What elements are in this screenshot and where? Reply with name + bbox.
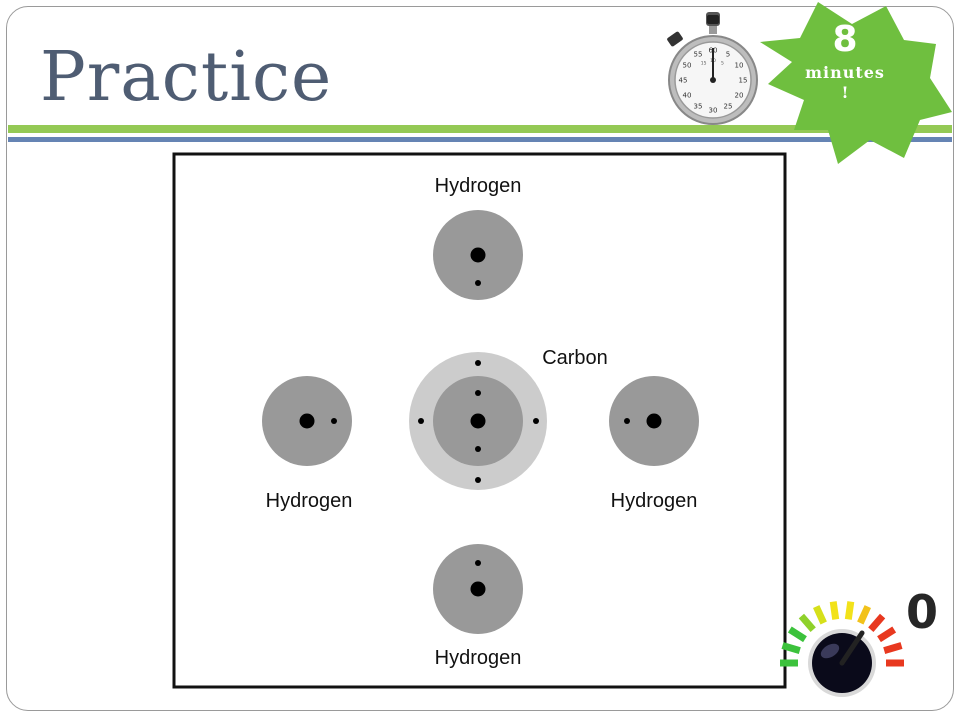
electron <box>418 418 424 424</box>
electron <box>475 560 481 566</box>
nucleus <box>470 413 486 429</box>
timer-unit: minutes <box>805 63 885 82</box>
dial-number: 25 <box>724 103 733 111</box>
gauge-tick <box>868 613 886 632</box>
dial-number: 40 <box>683 92 692 100</box>
electron <box>533 418 539 424</box>
electron <box>475 390 481 396</box>
dial-number: 50 <box>683 62 692 70</box>
gauge-tick <box>829 601 840 620</box>
label-hydrogen-top: Hydrogen <box>435 175 522 197</box>
dial-number: 15 <box>739 77 748 85</box>
electron <box>475 477 481 483</box>
title-divider-green <box>8 125 952 133</box>
gauge-tick <box>787 626 807 643</box>
gauge-tick <box>844 601 855 620</box>
dial-number: 45 <box>679 77 688 85</box>
gauge-tick <box>857 605 871 625</box>
gauge-tick <box>813 605 827 625</box>
label-hydrogen-right: Hydrogen <box>611 490 698 512</box>
nucleus <box>470 247 486 263</box>
dial-number: 35 <box>694 103 703 111</box>
dial-number: 20 <box>735 92 744 100</box>
electron <box>475 446 481 452</box>
dial-number: 10 <box>735 62 744 70</box>
label-carbon: Carbon <box>542 347 608 369</box>
electron <box>331 418 337 424</box>
stopwatch-side-button <box>667 31 683 47</box>
starburst-shape <box>760 2 952 164</box>
electron <box>624 418 630 424</box>
nucleus <box>470 581 486 597</box>
nucleus <box>646 413 662 429</box>
inner-dial-number: 5 <box>721 60 724 66</box>
dial-number: 55 <box>694 51 703 59</box>
gauge-tick <box>883 642 903 654</box>
page-title: Practice <box>40 38 333 117</box>
label-hydrogen-left: Hydrogen <box>266 490 353 512</box>
gauge-tick <box>781 642 801 654</box>
stopwatch-icon: 60510152025303540455055 15105 <box>667 12 758 125</box>
nucleus <box>299 413 315 429</box>
gauge-meter-icon <box>780 601 904 697</box>
dial-number: 5 <box>726 51 730 59</box>
label-hydrogen-bottom: Hydrogen <box>435 647 522 669</box>
electron <box>475 360 481 366</box>
gauge-tick <box>798 613 816 632</box>
methane-atom-diagram: Hydrogen Carbon Hydrogen Hydrogen Hydrog… <box>172 152 787 689</box>
timer-suffix: ! <box>841 83 849 102</box>
electron <box>475 280 481 286</box>
timer-starburst <box>760 2 952 164</box>
title-divider-blue <box>8 137 952 142</box>
gauge-tick <box>877 626 897 643</box>
score-counter: 0 <box>906 585 939 639</box>
inner-dial-number: 15 <box>701 60 707 66</box>
timer-value: 8 <box>832 19 858 60</box>
dial-number: 30 <box>709 107 718 115</box>
